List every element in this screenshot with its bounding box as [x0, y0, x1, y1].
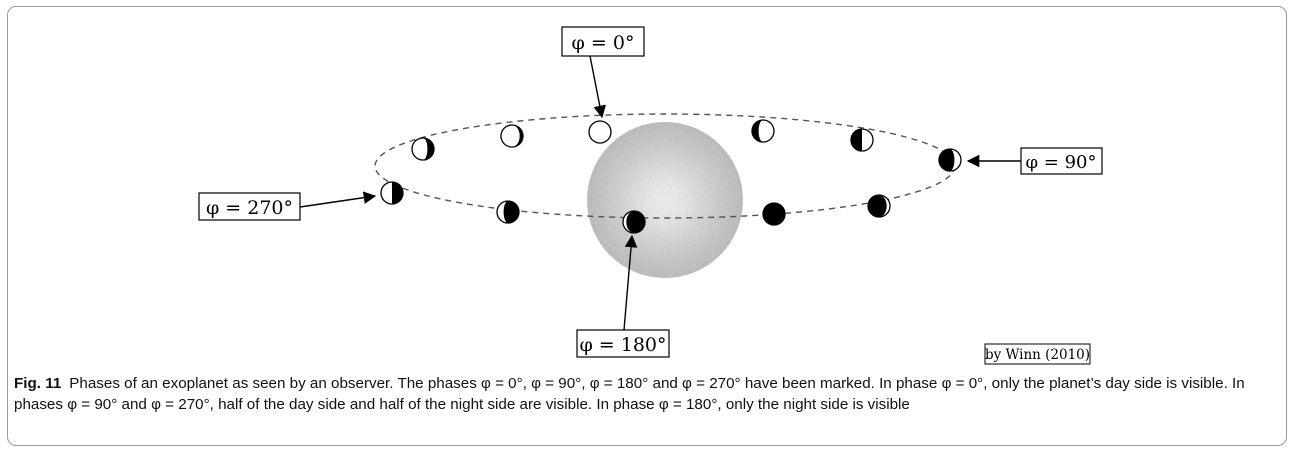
planet	[850, 128, 874, 152]
planet-night-side	[623, 211, 645, 233]
credit-box: by Winn (2010)	[984, 343, 1091, 365]
label-phase-270: φ = 270°	[198, 192, 301, 221]
planet-day-side	[862, 129, 873, 151]
planet	[622, 210, 646, 234]
star-texture	[587, 122, 743, 278]
caption-text: Phases of an exoplanet as seen by an obs…	[14, 375, 1245, 413]
planet	[867, 194, 891, 218]
arrow-phase-180	[623, 234, 638, 331]
planet	[496, 200, 520, 224]
planet-day-side	[497, 201, 508, 223]
planet-outline	[751, 119, 775, 143]
label-phase-90: φ = 90°	[1020, 147, 1103, 175]
label-phase-180-text: φ = 180°	[579, 334, 666, 356]
arrow-phase-0	[589, 55, 606, 119]
planet	[380, 181, 404, 205]
planet	[751, 119, 775, 143]
phase-diagram: φ = 0° φ = 90° φ = 270° φ = 180° by Winn…	[198, 26, 1103, 365]
planet-day-side	[381, 182, 392, 204]
caption-label: Fig. 11	[14, 375, 62, 392]
planet	[938, 148, 962, 172]
label-phase-180: φ = 180°	[576, 329, 670, 358]
label-phase-270-text: φ = 270°	[206, 197, 293, 219]
planet-day-side	[501, 125, 520, 147]
label-phase-0: φ = 0°	[561, 26, 645, 57]
planet-outline	[588, 120, 612, 144]
planet-outline	[867, 194, 891, 218]
planet-day-side	[950, 149, 961, 171]
planet-night-side	[763, 203, 785, 225]
planet-day-side	[623, 211, 634, 233]
planet-outline	[850, 128, 874, 152]
planet-outline	[762, 202, 786, 226]
credit-text: by Winn (2010)	[985, 347, 1090, 363]
planet-outline	[622, 210, 646, 234]
planet	[588, 120, 612, 144]
planet-outline	[938, 148, 962, 172]
planet-outline	[411, 137, 435, 161]
planet-outline	[500, 124, 524, 148]
planet-outline	[496, 200, 520, 224]
planet-outline	[380, 181, 404, 205]
planet-day-side	[412, 138, 428, 160]
planet-night-side	[868, 195, 890, 217]
planet	[762, 202, 786, 226]
planet-group	[380, 119, 962, 234]
label-phase-90-text: φ = 90°	[1025, 152, 1096, 173]
planet	[500, 124, 524, 148]
planet-day-side	[589, 121, 611, 143]
planet-day-side	[879, 195, 890, 217]
planet	[411, 137, 435, 161]
arrow-phase-270	[299, 191, 377, 208]
planet-day-side	[758, 120, 774, 142]
label-phase-0-text: φ = 0°	[572, 32, 635, 54]
